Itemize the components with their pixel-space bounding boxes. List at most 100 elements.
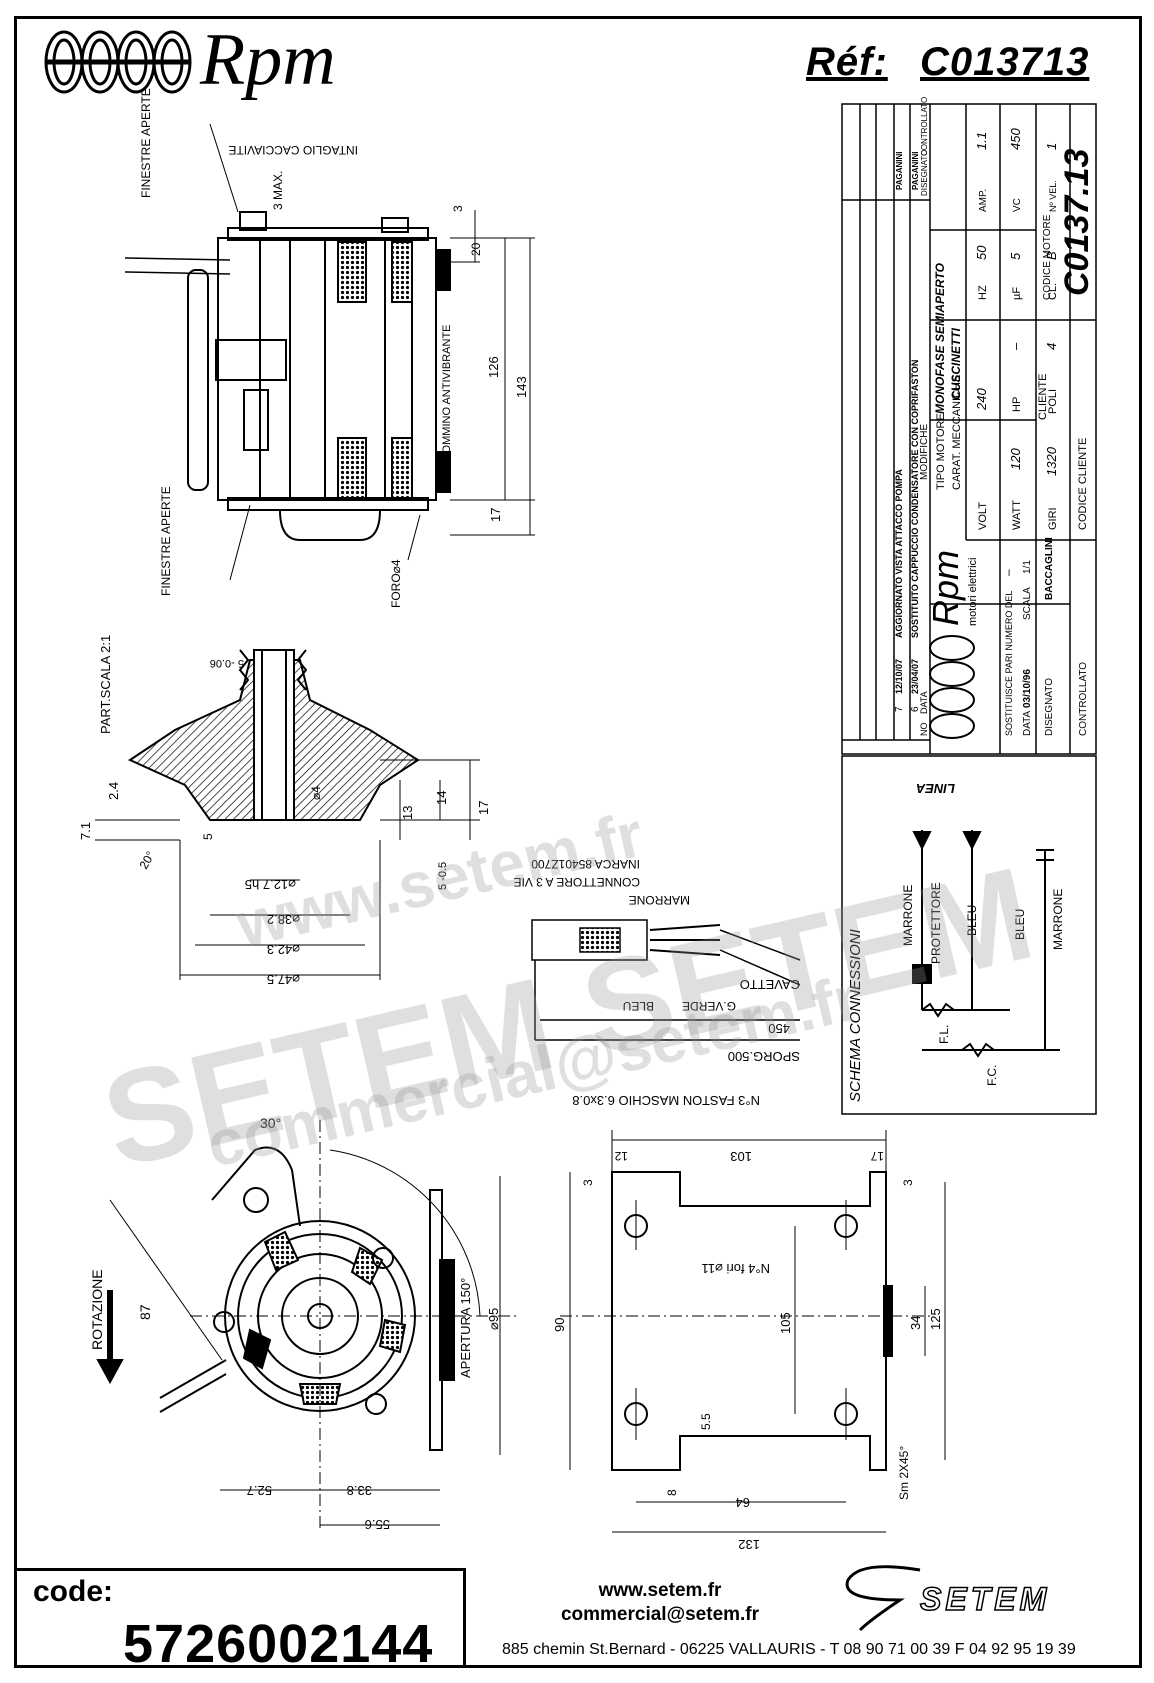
dim-52-7: 52.7 [247, 1483, 272, 1498]
label-gommino: GOMMINO ANTIVIBRANTE [441, 324, 453, 462]
tb-data-l: DATA [1022, 710, 1033, 736]
tb-hz: 50 [974, 245, 989, 260]
schema-protettore: PROTETTORE [929, 882, 943, 964]
tb-uf-label: µF [1011, 287, 1023, 300]
label-foro: FORO⌀4 [389, 559, 403, 608]
dim-87: 87 [137, 1304, 153, 1320]
label-g-verde: G.VERDE [682, 999, 736, 1013]
tb-nvel-label: Nº VEL. [1048, 180, 1058, 212]
dim-55-6: 55.6 [365, 1517, 390, 1532]
dim-8: 8 [665, 1489, 679, 1496]
tb-disegnato-l: DISEGNATO [1044, 678, 1055, 736]
label-finestre-aperte-bottom: FINESTRE APERTE [159, 486, 173, 596]
dim-d95: ⌀95 [486, 1308, 501, 1330]
schema-title: SCHEMA CONNESSIONI [847, 929, 864, 1102]
tb-vc-label: VC [1012, 198, 1023, 212]
tb-data: 03/10/96 [1022, 669, 1033, 708]
dim-5-05: 5 -0.5 [437, 862, 449, 890]
tb-mod-desc-7: AGGIORNATO VISTA ATTACCO POMPA [894, 469, 904, 638]
tb-hp: – [1008, 342, 1023, 350]
tb-poli-label: POLI [1047, 389, 1059, 414]
label-finestre-aperte-top: FINESTRE APERTE [139, 88, 153, 198]
label-bleu-cable: BLEU [623, 999, 654, 1013]
dim-132: 132 [738, 1537, 760, 1552]
tb-rpm-coil-logo [929, 635, 975, 739]
tb-codice-motore: C0137.13 [1058, 148, 1096, 296]
schema-fc: F.C. [985, 1065, 999, 1086]
label-smusso: Sm 2X45° [897, 1446, 911, 1500]
label-connettore: CONNETTORE A 3 VIE [514, 875, 640, 889]
dim-2-4: 2.4 [106, 782, 121, 800]
dim-126: 126 [486, 356, 501, 378]
tb-mod-dis-7: PAGANINI [895, 151, 904, 190]
footer-website-link[interactable]: www.setem.fr [598, 1580, 722, 1601]
dim-12: 12 [614, 1149, 628, 1163]
brand-logo-text: Rpm [200, 19, 336, 101]
connector-cable [531, 919, 801, 1041]
motor-side-view [124, 123, 535, 581]
tb-watt-label: WATT [1011, 500, 1023, 530]
dim-d12-7: ⌀12.7 h5 [245, 877, 296, 892]
code-box: code: 5726002144 [14, 1568, 466, 1674]
dim-d42-3: ⌀42.3 [267, 942, 300, 957]
dim-3b: 3 [901, 1179, 915, 1186]
tb-cliente-label: CLIENTE [1037, 374, 1049, 420]
schema-bleu-2: BLEU [1013, 909, 1027, 940]
tb-mod-desc-6: SOSTITUITO CAPPUCCIO CONDENSATORE CON CO… [910, 360, 920, 638]
tb-data-label: DATA [919, 691, 929, 714]
schema-box [841, 755, 1097, 1115]
dim-30deg: 30° [260, 1115, 281, 1131]
tb-brand: Rpm [925, 550, 966, 626]
dim-d38-2: ⌀38.2 [267, 912, 300, 927]
tb-tipo-motore: MONOFASE SEMIAPERTO [933, 262, 947, 414]
tb-cl: B [1044, 251, 1059, 260]
dim-7-1: 7.1 [78, 822, 93, 840]
dim-5-5: 5.5 [699, 1413, 713, 1430]
label-part-scala: PART.SCALA 2:1 [98, 635, 113, 734]
dim-17b: 17 [476, 801, 491, 815]
dim-5b: 5 [201, 833, 215, 840]
tb-poli: 4 [1044, 343, 1059, 350]
tb-mod-no-7: 7 [894, 706, 905, 712]
motor-front-view [96, 1120, 520, 1530]
dim-33-8: 33.8 [347, 1483, 372, 1498]
dim-14: 14 [434, 791, 449, 805]
tb-controllato-l: CONTROLLATO [1078, 662, 1089, 736]
label-apertura: APERTURA 150° [458, 1278, 473, 1378]
tb-carat: CUSCINETTI [949, 327, 963, 400]
title-block-grid [841, 103, 1097, 755]
dim-17: 17 [488, 508, 503, 522]
schema-linea: LINEA [916, 781, 955, 796]
schema-marrone-2: MARRONE [1051, 889, 1065, 950]
tb-codice-cliente-label: CODICE CLIENTE [1077, 438, 1089, 530]
dim-sporg: SPORG.500 [728, 1049, 800, 1064]
dim-103: 103 [730, 1149, 752, 1164]
tb-scala-l: SCALA [1022, 587, 1033, 620]
label-cavetto: CAVETTO [740, 977, 800, 992]
schema-bleu-1: BLEU [965, 905, 979, 936]
label-max: 3 MAX. [271, 171, 285, 210]
dim-3-top: 3 [451, 205, 465, 212]
tb-mod-dis-6: PAGANINI [911, 151, 920, 190]
dim-17c: 17 [870, 1149, 884, 1163]
tb-tipo-motore-label: TIPO MOTORE [935, 413, 947, 490]
dim-d4: ⌀4 [309, 786, 323, 800]
footer-email-link[interactable]: commercial@setem.fr [560, 1604, 760, 1625]
label-marrone-cable: MARRONE [629, 893, 690, 907]
label-intaglio: INTAGLIO CACCIAVITE [228, 143, 358, 157]
tb-amp-label: AMP. [978, 189, 989, 212]
tb-carat-label: CARAT. MECCANICHE [951, 375, 963, 490]
wiring-diagram [912, 830, 1060, 1058]
tb-cl-label: CL. [1047, 283, 1059, 300]
dim-143: 143 [514, 376, 529, 398]
tb-codice-motore-label: CODICE MOTORE [1042, 214, 1053, 300]
dim-450: 450 [768, 1021, 790, 1036]
tb-scala: 1/1 [1022, 560, 1033, 574]
footer-address: 885 chemin St.Bernard - 06225 VALLAURIS … [502, 1641, 1076, 1658]
label-faston: N°3 FASTON MASCHIO 6.3x0.8 [572, 1093, 760, 1108]
setem-swirl-icon [845, 1565, 921, 1632]
dim-13: 13 [400, 806, 415, 820]
tb-hz-label: HZ [977, 285, 989, 300]
tb-giri-label: GIRI [1047, 507, 1059, 530]
